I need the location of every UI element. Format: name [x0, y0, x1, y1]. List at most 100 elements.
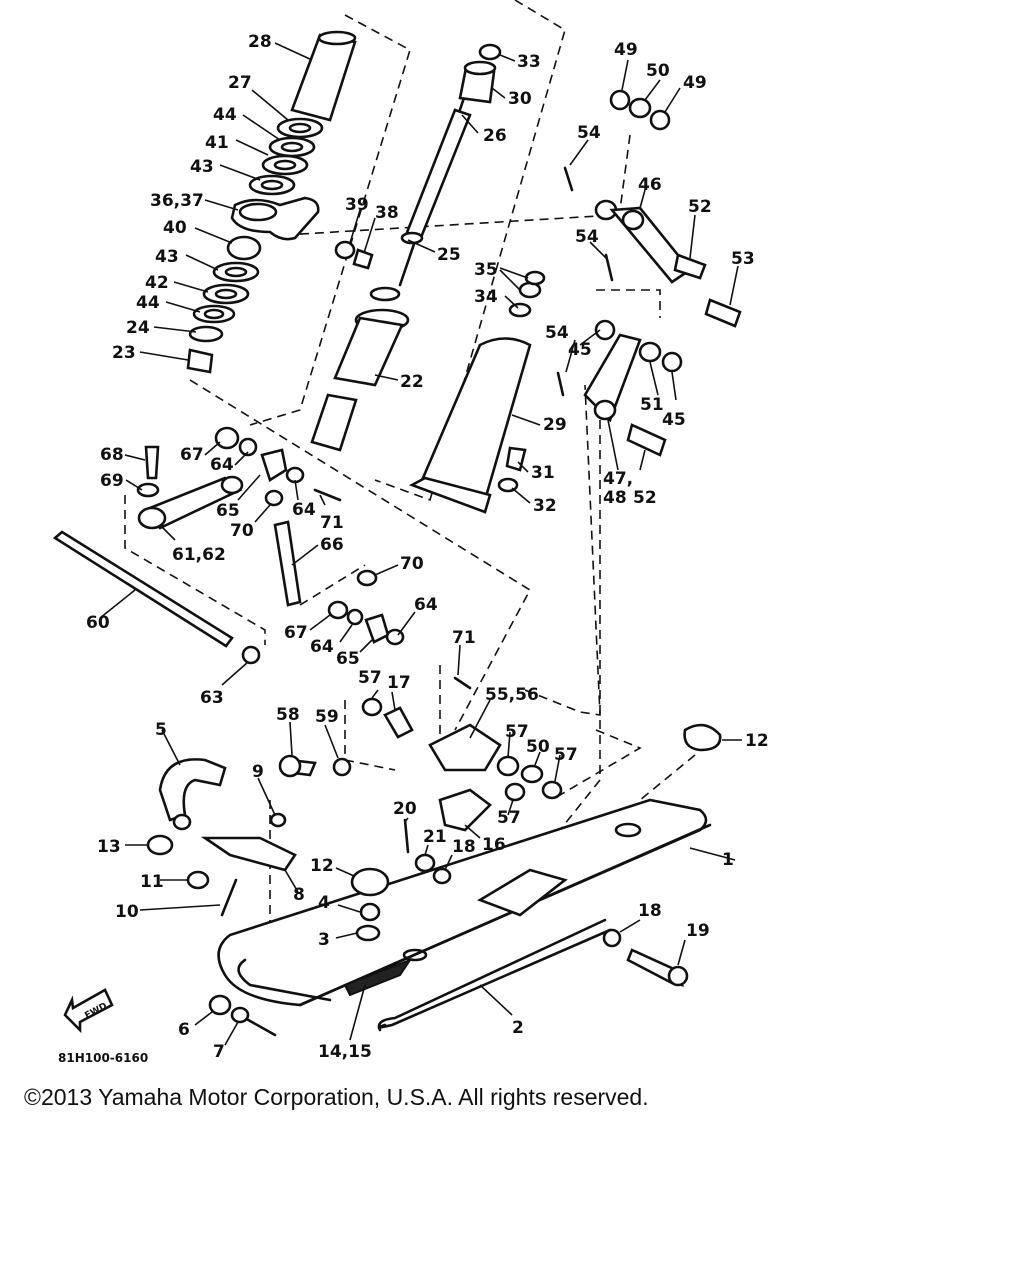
copyright-notice: ©2013 Yamaha Motor Corporation, U.S.A. A…	[24, 1084, 649, 1110]
callout-25: 25	[437, 245, 461, 265]
washer-stack	[186, 117, 324, 374]
forward-arrow-icon: FWD	[63, 988, 114, 1034]
ball-joint-65	[327, 569, 472, 690]
callout-47: 47,	[603, 469, 633, 489]
callout-60: 60	[86, 613, 110, 633]
rocker-arm-46	[594, 89, 742, 328]
callout-61-62: 61,62	[172, 545, 226, 565]
steering-arm-61-62	[136, 426, 342, 530]
callout-63: 63	[200, 688, 224, 708]
callout-50-bottom: 50	[526, 737, 550, 757]
callout-51: 51	[640, 395, 664, 415]
callout-44-upper: 44	[213, 105, 237, 125]
callout-71-upper: 71	[320, 513, 344, 533]
callout-34: 34	[474, 287, 498, 307]
callout-53: 53	[731, 249, 755, 269]
callout-1: 1	[722, 850, 734, 870]
callout-40: 40	[163, 218, 187, 238]
callout-36-37: 36,37	[150, 191, 204, 211]
callout-49-left: 49	[614, 40, 638, 60]
callout-33: 33	[517, 52, 541, 72]
callout-43-upper: 43	[190, 157, 214, 177]
callout-65-lower: 65	[336, 649, 360, 669]
ski-loop-5	[146, 758, 297, 917]
callout-57-right: 57	[554, 745, 578, 765]
callout-7: 7	[213, 1042, 225, 1062]
callout-18-right: 18	[638, 901, 662, 921]
callout-10: 10	[115, 902, 139, 922]
callout-9: 9	[252, 762, 264, 782]
callout-29: 29	[543, 415, 567, 435]
callout-69: 69	[100, 471, 124, 491]
callout-46: 46	[638, 175, 662, 195]
leader-lines	[99, 42, 742, 1046]
callout-57-left: 57	[358, 668, 382, 688]
ski-saddle-55-56	[278, 697, 563, 832]
callout-32: 32	[533, 496, 557, 516]
callout-54-bottom: 54	[545, 323, 569, 343]
cotter-pins-54	[556, 166, 614, 397]
callout-12-mid: 12	[310, 856, 334, 876]
callout-labels: 1 2 3 4 5 6 7 8 9 10 11 12 12 13 14,15 1…	[58, 32, 769, 1065]
ski-1	[208, 723, 722, 1037]
shock-cover-28	[290, 30, 357, 122]
callout-52-lower: 52	[633, 488, 657, 508]
callout-64-a: 64	[210, 455, 234, 475]
callout-2: 2	[512, 1018, 524, 1038]
callout-71-lower: 71	[452, 628, 476, 648]
rocker-link-47-48	[583, 319, 683, 457]
callout-38: 38	[375, 203, 399, 223]
callout-35: 35	[474, 260, 498, 280]
callout-23: 23	[112, 343, 136, 363]
callout-8: 8	[293, 885, 305, 905]
callout-27: 27	[228, 73, 252, 93]
callout-14-15: 14,15	[318, 1042, 372, 1062]
callout-13: 13	[97, 837, 121, 857]
callout-19: 19	[686, 921, 710, 941]
callout-45-right: 45	[662, 410, 686, 430]
callout-31: 31	[531, 463, 555, 483]
callout-70-upper: 70	[230, 521, 254, 541]
steering-shaft-60	[52, 530, 261, 665]
callout-45-left: 45	[568, 340, 592, 360]
callout-64-b: 64	[292, 500, 316, 520]
callout-59: 59	[315, 707, 339, 727]
bolt-38-39	[334, 240, 374, 270]
callout-57-mid: 57	[505, 722, 529, 742]
callout-30: 30	[508, 89, 532, 109]
callout-5: 5	[155, 720, 167, 740]
callout-49-right: 49	[683, 73, 707, 93]
assembly-outlines	[124, 0, 696, 960]
tie-rod-66	[273, 520, 302, 607]
parts-diagram: FWD	[52, 0, 769, 1065]
callout-42: 42	[145, 273, 169, 293]
callout-52-upper: 52	[688, 197, 712, 217]
callout-70-lower: 70	[400, 554, 424, 574]
callout-39: 39	[345, 195, 369, 215]
callout-28: 28	[248, 32, 272, 52]
callout-4: 4	[318, 893, 330, 913]
callout-54-mid: 54	[575, 227, 599, 247]
callout-41: 41	[205, 133, 229, 153]
callout-54-top: 54	[577, 123, 601, 143]
callout-64-c: 64	[310, 637, 334, 657]
callout-43-lower: 43	[155, 247, 179, 267]
callout-24: 24	[126, 318, 150, 338]
callout-18-mid: 18	[452, 837, 476, 857]
callout-26: 26	[483, 126, 507, 146]
callout-6: 6	[178, 1020, 190, 1040]
callout-50-top: 50	[646, 61, 670, 81]
callout-66: 66	[320, 535, 344, 555]
callout-11: 11	[140, 872, 164, 892]
callout-16: 16	[482, 835, 506, 855]
callout-67-lower: 67	[284, 623, 308, 643]
callout-20: 20	[393, 799, 417, 819]
callout-17: 17	[387, 673, 411, 693]
shock-cap-30	[458, 43, 502, 104]
callout-58: 58	[276, 705, 300, 725]
callout-21: 21	[423, 827, 447, 847]
callout-65-upper: 65	[216, 501, 240, 521]
callout-67-upper: 67	[180, 445, 204, 465]
callout-44-lower: 44	[136, 293, 160, 313]
callout-3: 3	[318, 930, 330, 950]
